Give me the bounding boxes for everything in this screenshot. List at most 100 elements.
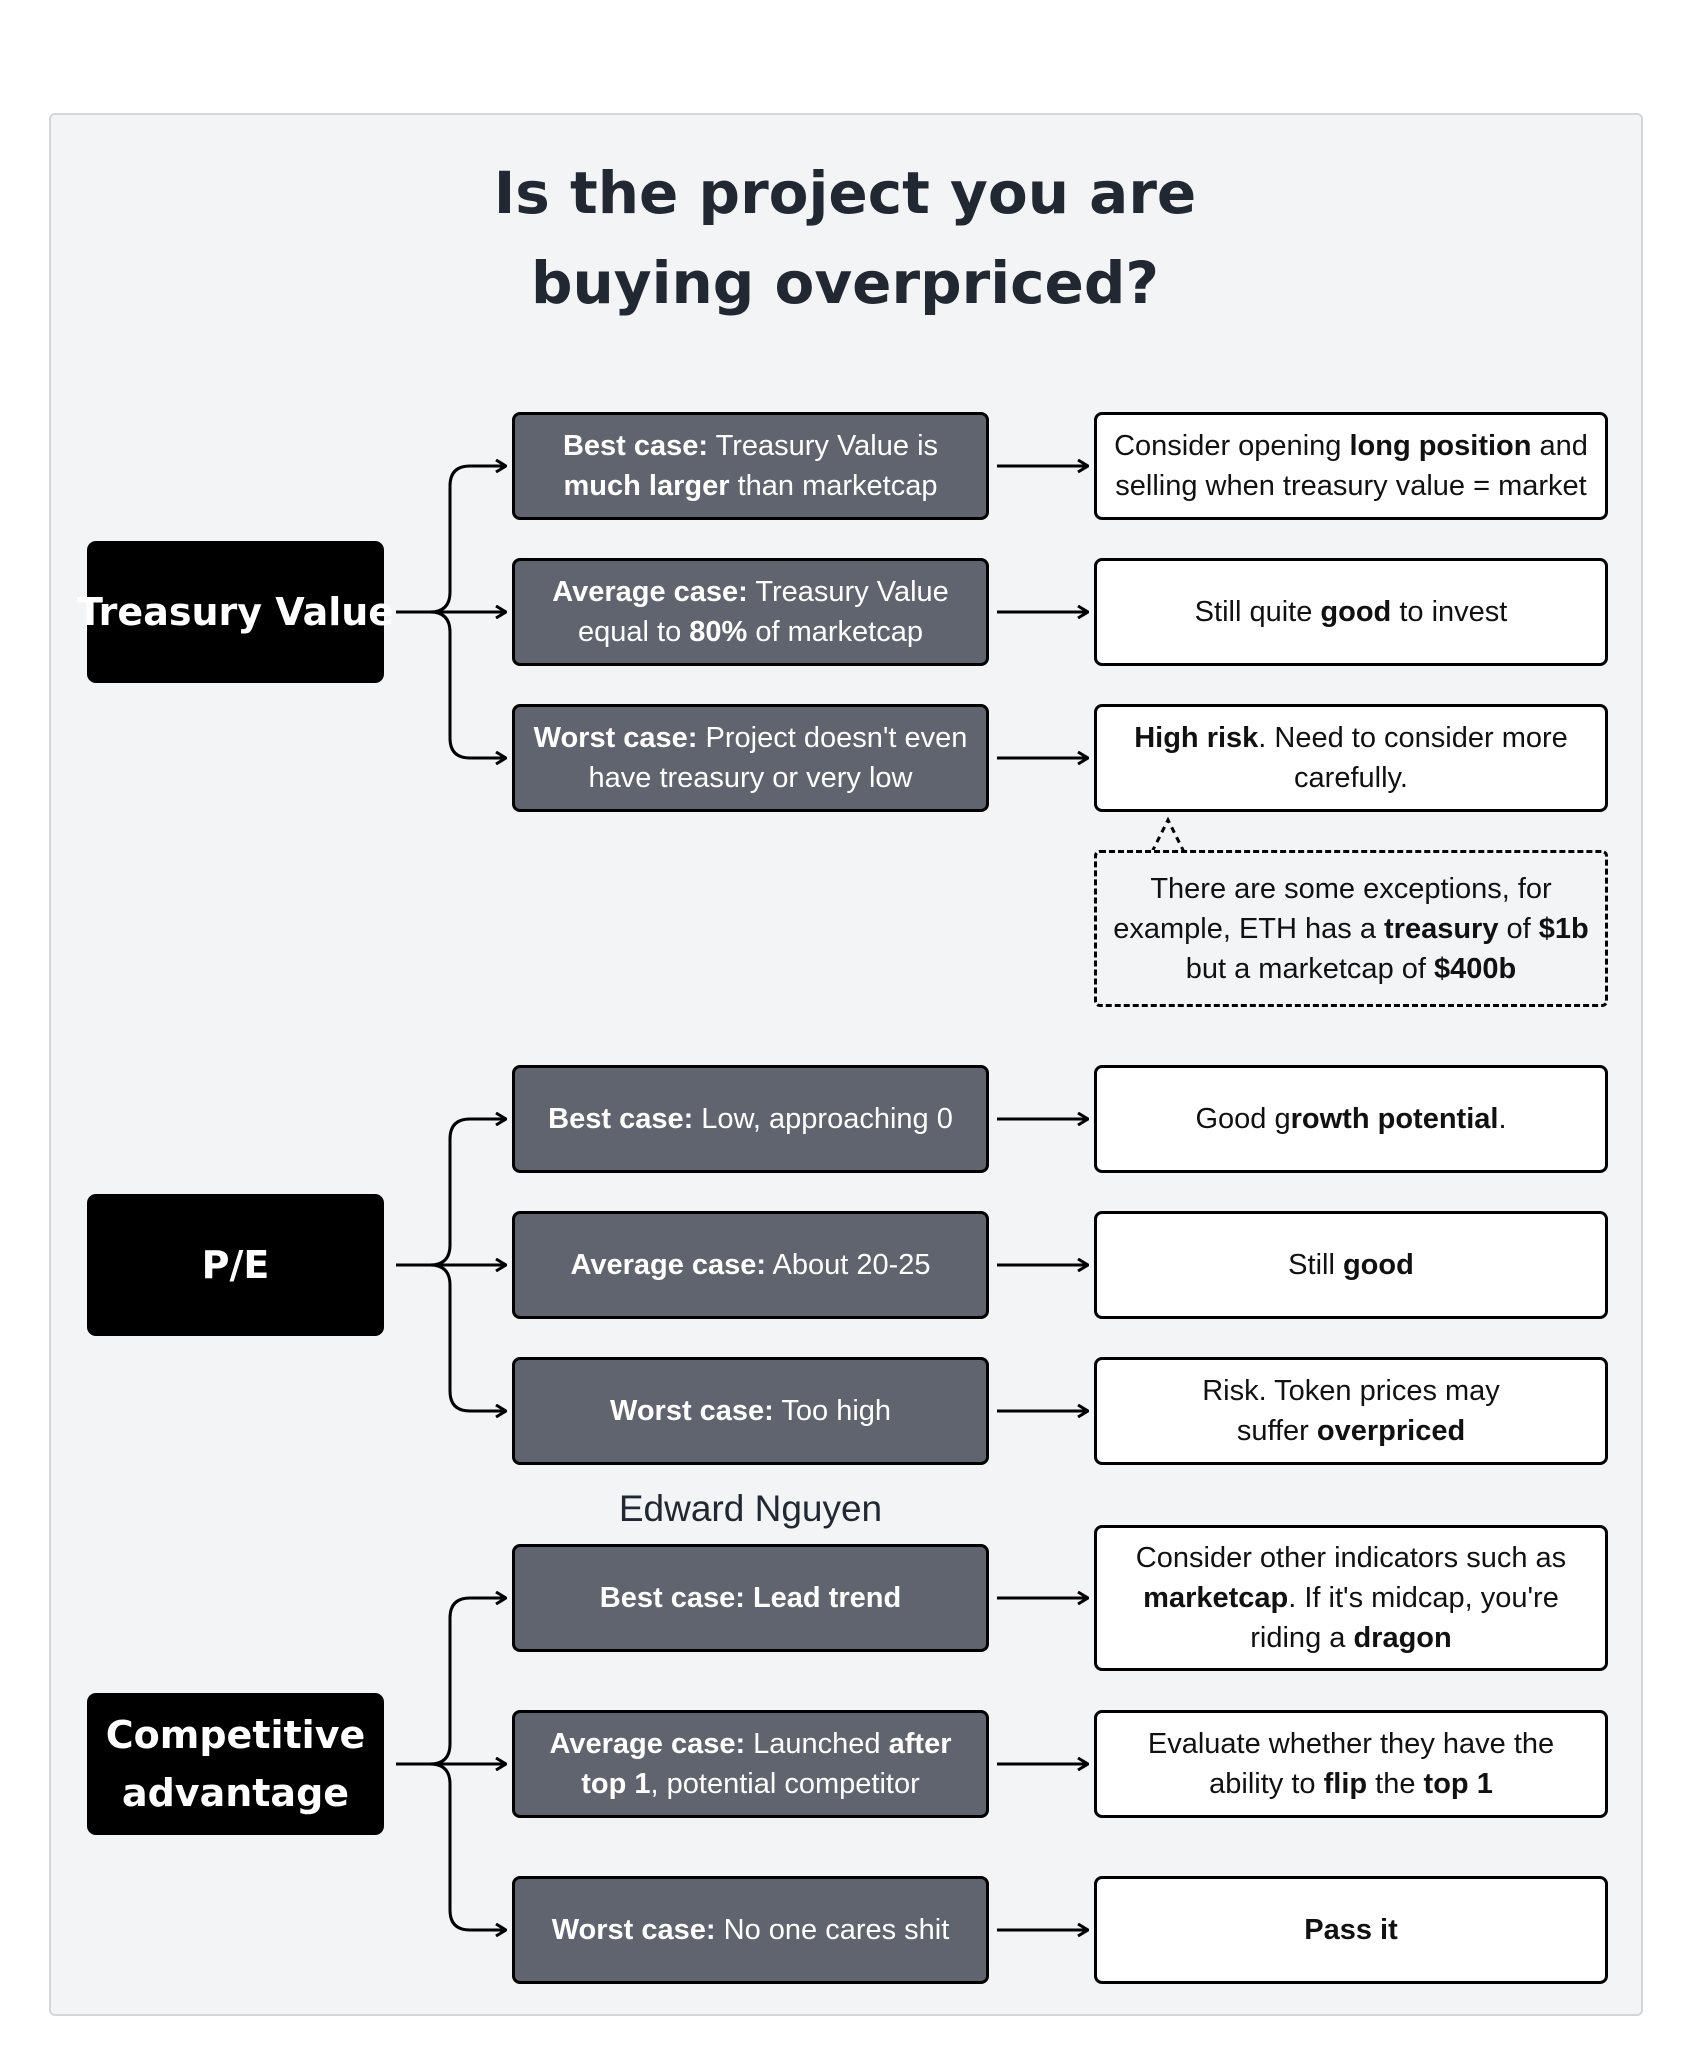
treasury-best-case: Best case: Treasury Value is much larger… xyxy=(512,412,989,520)
outcome-text-line: Pass it xyxy=(1304,1910,1398,1950)
outcome-text-line: Evaluate whether they have the xyxy=(1148,1724,1554,1764)
bold-text: Average case: xyxy=(549,1728,746,1760)
outcome-text-line: Still quite good to invest xyxy=(1195,592,1508,632)
text: , potential competitor xyxy=(650,1768,920,1800)
bold-text: rowth potential xyxy=(1290,1103,1499,1135)
text: There are some exceptions, for xyxy=(1150,872,1552,905)
treasury-best-outcome: Consider opening long position and selli… xyxy=(1094,412,1608,520)
category-label: Competitive xyxy=(105,1713,366,1757)
text: About 20-25 xyxy=(766,1249,931,1281)
text: . xyxy=(1498,1103,1507,1135)
note-pointer xyxy=(1150,816,1186,853)
title-line-1: Is the project you are xyxy=(493,159,1197,227)
exception-note: There are some exceptions, for example, … xyxy=(1094,850,1608,1007)
bold-text: Worst case: xyxy=(533,722,698,754)
bold-text: 80% xyxy=(689,616,748,648)
text: but a marketcap of xyxy=(1185,952,1434,985)
case-text-line: have treasury or very low xyxy=(589,758,913,798)
text: Treasury Value xyxy=(747,576,949,608)
category-pe: P/E xyxy=(87,1194,384,1336)
outcome-text-line: High risk. Need to consider more xyxy=(1134,718,1568,758)
text: equal to xyxy=(578,616,690,648)
text: riding a xyxy=(1250,1622,1354,1654)
note-text-line: but a marketcap of $400b xyxy=(1186,949,1516,989)
text: than marketcap xyxy=(729,470,938,502)
bold-text: marketcap xyxy=(1143,1582,1289,1614)
treasury-worst-case: Worst case: Project doesn't even have tr… xyxy=(512,704,989,812)
treasury-average-outcome: Still quite good to invest xyxy=(1094,558,1608,666)
diagram-title: Is the project you are buying overpriced… xyxy=(245,148,1445,328)
bold-text: Worst case: xyxy=(551,1914,716,1946)
bold-text: good xyxy=(1320,596,1392,628)
category-treasury-value: Treasury Value xyxy=(77,541,394,683)
case-text-line: Best case: Lead trend xyxy=(600,1578,901,1618)
text: . Need to consider more xyxy=(1258,722,1568,754)
case-text-line: equal to 80% of marketcap xyxy=(578,612,923,652)
case-text-line: Average case: Treasury Value xyxy=(552,572,949,612)
text: Treasury Value is xyxy=(708,430,939,462)
text: Launched xyxy=(745,1728,889,1760)
category-label: advantage xyxy=(121,1771,350,1815)
title-line-2: buying overpriced? xyxy=(531,249,1159,317)
treasury-worst-outcome: High risk. Need to consider more careful… xyxy=(1094,704,1608,812)
category-label: P/E xyxy=(201,1243,270,1287)
text: of xyxy=(1498,912,1539,945)
bold-text: $1b xyxy=(1538,912,1589,945)
treasury-branch-connector xyxy=(396,466,506,758)
text: Consider opening xyxy=(1114,430,1350,462)
text: the xyxy=(1367,1768,1424,1800)
pe-average-case: Average case: About 20-25 xyxy=(512,1211,989,1319)
text: Low, approaching 0 xyxy=(693,1103,953,1135)
category-label: Treasury Value xyxy=(76,590,395,634)
outcome-text-line: riding a dragon xyxy=(1250,1618,1451,1658)
text: Consider other indicators such as xyxy=(1135,1542,1567,1574)
pe-best-case: Best case: Low, approaching 0 xyxy=(512,1065,989,1173)
text: Risk. Token prices may xyxy=(1202,1375,1500,1407)
text: carefully. xyxy=(1294,762,1408,794)
competitive-worst-case: Worst case: No one cares shit xyxy=(512,1876,989,1984)
text: selling when treasury value = market xyxy=(1115,470,1587,502)
case-text-line: top 1, potential competitor xyxy=(581,1764,919,1804)
outcome-text-line: Risk. Token prices may xyxy=(1202,1371,1500,1411)
bold-text: Best case: xyxy=(548,1103,694,1135)
bold-text: Average case: xyxy=(552,576,748,608)
case-text-line: Worst case: Project doesn't even xyxy=(534,718,968,758)
text: Project doesn't even xyxy=(697,722,968,754)
bold-text: long position xyxy=(1349,430,1532,462)
bold-text: dragon xyxy=(1353,1622,1452,1654)
category-competitive-advantage: Competitive advantage xyxy=(87,1693,384,1835)
competitive-worst-outcome: Pass it xyxy=(1094,1876,1608,1984)
case-text-line: Average case: Launched after xyxy=(550,1724,952,1764)
competitive-outcome-arrows xyxy=(997,1598,1088,1930)
competitive-average-outcome: Evaluate whether they have the ability t… xyxy=(1094,1710,1608,1818)
pe-worst-outcome: Risk. Token prices may suffer overpriced xyxy=(1094,1357,1608,1465)
treasury-outcome-arrows xyxy=(997,466,1088,758)
case-text-line: Best case: Low, approaching 0 xyxy=(548,1099,953,1139)
bold-text: Average case: xyxy=(570,1249,767,1281)
bold-text: High risk xyxy=(1134,722,1259,754)
bold-text: treasury xyxy=(1384,912,1499,945)
outcome-text-line: marketcap. If it's midcap, you're xyxy=(1143,1578,1559,1618)
competitive-branch-connector xyxy=(396,1598,506,1930)
note-text-line: example, ETH has a treasury of $1b xyxy=(1113,909,1589,949)
text: ability to xyxy=(1209,1768,1324,1800)
bold-text: $400b xyxy=(1434,952,1517,985)
outcome-text-line: suffer overpriced xyxy=(1237,1411,1465,1451)
bold-text: overpriced xyxy=(1316,1415,1466,1447)
text: and xyxy=(1531,430,1588,462)
bold-text: after xyxy=(888,1728,952,1760)
note-text-line: There are some exceptions, for xyxy=(1150,869,1551,909)
pe-best-outcome: Good growth potential. xyxy=(1094,1065,1608,1173)
pe-worst-case: Worst case: Too high xyxy=(512,1357,989,1465)
bold-text: Best case: xyxy=(562,430,709,462)
text: Too high xyxy=(773,1395,892,1427)
bold-text: Worst case: xyxy=(609,1395,774,1427)
competitive-best-case: Best case: Lead trend xyxy=(512,1544,989,1652)
outcome-text-line: Consider opening long position and xyxy=(1114,426,1588,466)
bold-text: Pass it xyxy=(1304,1914,1398,1946)
outcome-text-line: ability to flip the top 1 xyxy=(1209,1764,1493,1804)
case-text-line: Best case: Treasury Value is xyxy=(563,426,938,466)
outcome-text-line: Still good xyxy=(1288,1245,1414,1285)
text: example, ETH has a xyxy=(1113,912,1385,945)
